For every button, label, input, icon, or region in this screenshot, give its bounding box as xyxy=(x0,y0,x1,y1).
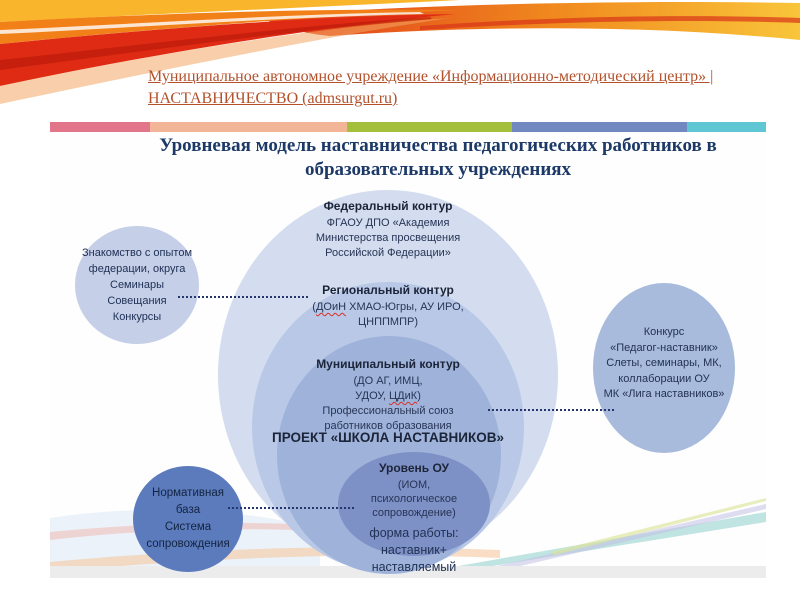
right-circle-line: Конкурс xyxy=(643,326,685,339)
work-form-line: форма работы: xyxy=(369,526,459,540)
right-circle-line: Слеты, семинары, МК, xyxy=(606,357,722,370)
left-circle-line: Конкурсы xyxy=(112,311,162,323)
slide-bottom-wave-decoration xyxy=(50,498,766,578)
federal-line: Министерства просвещения xyxy=(315,232,461,244)
school-level-circle xyxy=(338,452,490,556)
work-form-line: наставник+ xyxy=(381,543,447,557)
left-circle-line: Знакомство с опытом xyxy=(81,247,193,259)
connector-right-dotted-line xyxy=(488,409,614,411)
stripe-segment-pink xyxy=(50,122,151,132)
school-level-line: (ИОМ, xyxy=(397,479,431,491)
school-level-line: сопровождение) xyxy=(372,507,456,519)
stripe-segment-salmon xyxy=(150,122,348,132)
left-circle-line: Совещания xyxy=(107,295,167,307)
normative-base-text: Нормативная база Система сопровождения xyxy=(133,466,243,572)
stripe-segment-teal xyxy=(687,122,766,132)
regional-heading: Региональный контур xyxy=(322,283,454,297)
connector-left-dotted-line xyxy=(178,296,308,298)
regional-line: ЦНППМПР) xyxy=(358,316,418,328)
connector-bottom-dotted-line xyxy=(228,507,354,509)
school-level-text: Уровень ОУ (ИОМ, психологическое сопрово… xyxy=(338,460,490,576)
right-circle-line: «Педагог-наставник» xyxy=(610,341,718,354)
page-header-link: Муниципальное автономное учреждение «Инф… xyxy=(148,66,773,110)
stripe-segment-blue xyxy=(511,122,688,132)
municipal-line: Профессиональный союз xyxy=(322,405,454,417)
regional-line: ХМАО-Югры, АУ ИРО, xyxy=(346,301,464,313)
federal-experience-text: Знакомство с опытом федерации, округа Се… xyxy=(75,226,199,344)
project-school-of-mentors-label: ПРОЕКТ «ШКОЛА НАСТАВНИКОВ» xyxy=(272,430,504,445)
municipal-line: (ДО АГ, ИМЦ, xyxy=(353,375,423,387)
federal-line: ФГАОУ ДПО «Академия xyxy=(326,217,450,229)
school-level-line: психологическое xyxy=(370,493,458,505)
federal-line: Российской Федерации» xyxy=(325,247,451,259)
normative-base-circle xyxy=(133,466,243,572)
municipal-level-text: Муниципальный контур (ДО АГ, ИМЦ, УДОУ, … xyxy=(218,356,558,434)
left-circle-line: Семинары xyxy=(110,279,164,291)
municipal-line: УДОУ, xyxy=(355,390,390,402)
federal-experience-circle xyxy=(75,226,199,344)
work-form-text: форма работы: наставник+ наставляемый xyxy=(338,525,490,576)
municipal-heading: Муниципальный контур xyxy=(316,357,460,371)
bottom-circle-line: Нормативная xyxy=(152,487,224,499)
regional-misspelled-word: ДОиН xyxy=(315,301,347,313)
header-wave-decoration xyxy=(0,0,800,104)
bottom-circle-line: сопровождения xyxy=(146,538,230,550)
federal-level-text: Федеральный контур ФГАОУ ДПО «Академия М… xyxy=(218,198,558,261)
municipal-misspelled-word: ЦДиК xyxy=(389,390,418,402)
left-circle-line: федерации, округа xyxy=(88,263,186,275)
regional-level-text: Региональный контур (ДОиН ХМАО-Югры, АУ … xyxy=(218,282,558,330)
slide-color-stripe xyxy=(50,122,766,132)
presentation-slide: Уровневая модель наставничества педагоги… xyxy=(50,122,766,578)
right-circle-line: МК «Лига наставников» xyxy=(603,388,725,401)
bottom-circle-line: Система xyxy=(164,521,212,533)
bottom-circle-line: база xyxy=(175,504,201,516)
right-circle-line: коллаборации ОУ xyxy=(618,372,710,385)
imc-link-line2[interactable]: НАСТАВНИЧЕСТВО (admsurgut.ru) xyxy=(148,90,398,107)
stripe-segment-green xyxy=(347,122,512,132)
municipal-line: ) xyxy=(417,390,421,402)
contest-text: Конкурс «Педагог-наставник» Слеты, семин… xyxy=(593,279,735,449)
slide-title-line2: образовательных учреждениях xyxy=(304,159,572,180)
imc-link-line1[interactable]: Муниципальное автономное учреждение «Инф… xyxy=(148,68,714,85)
municipal-line: работников образования xyxy=(324,420,452,432)
school-level-heading: Уровень ОУ xyxy=(378,461,450,475)
slide-title-line1: Уровневая модель наставничества педагоги… xyxy=(159,135,717,156)
federal-heading: Федеральный контур xyxy=(323,199,453,213)
regional-line: ( xyxy=(312,301,316,313)
slide-title: Уровневая модель наставничества педагоги… xyxy=(130,134,746,182)
work-form-line: наставляемый xyxy=(371,560,457,574)
contest-circle xyxy=(593,283,735,453)
